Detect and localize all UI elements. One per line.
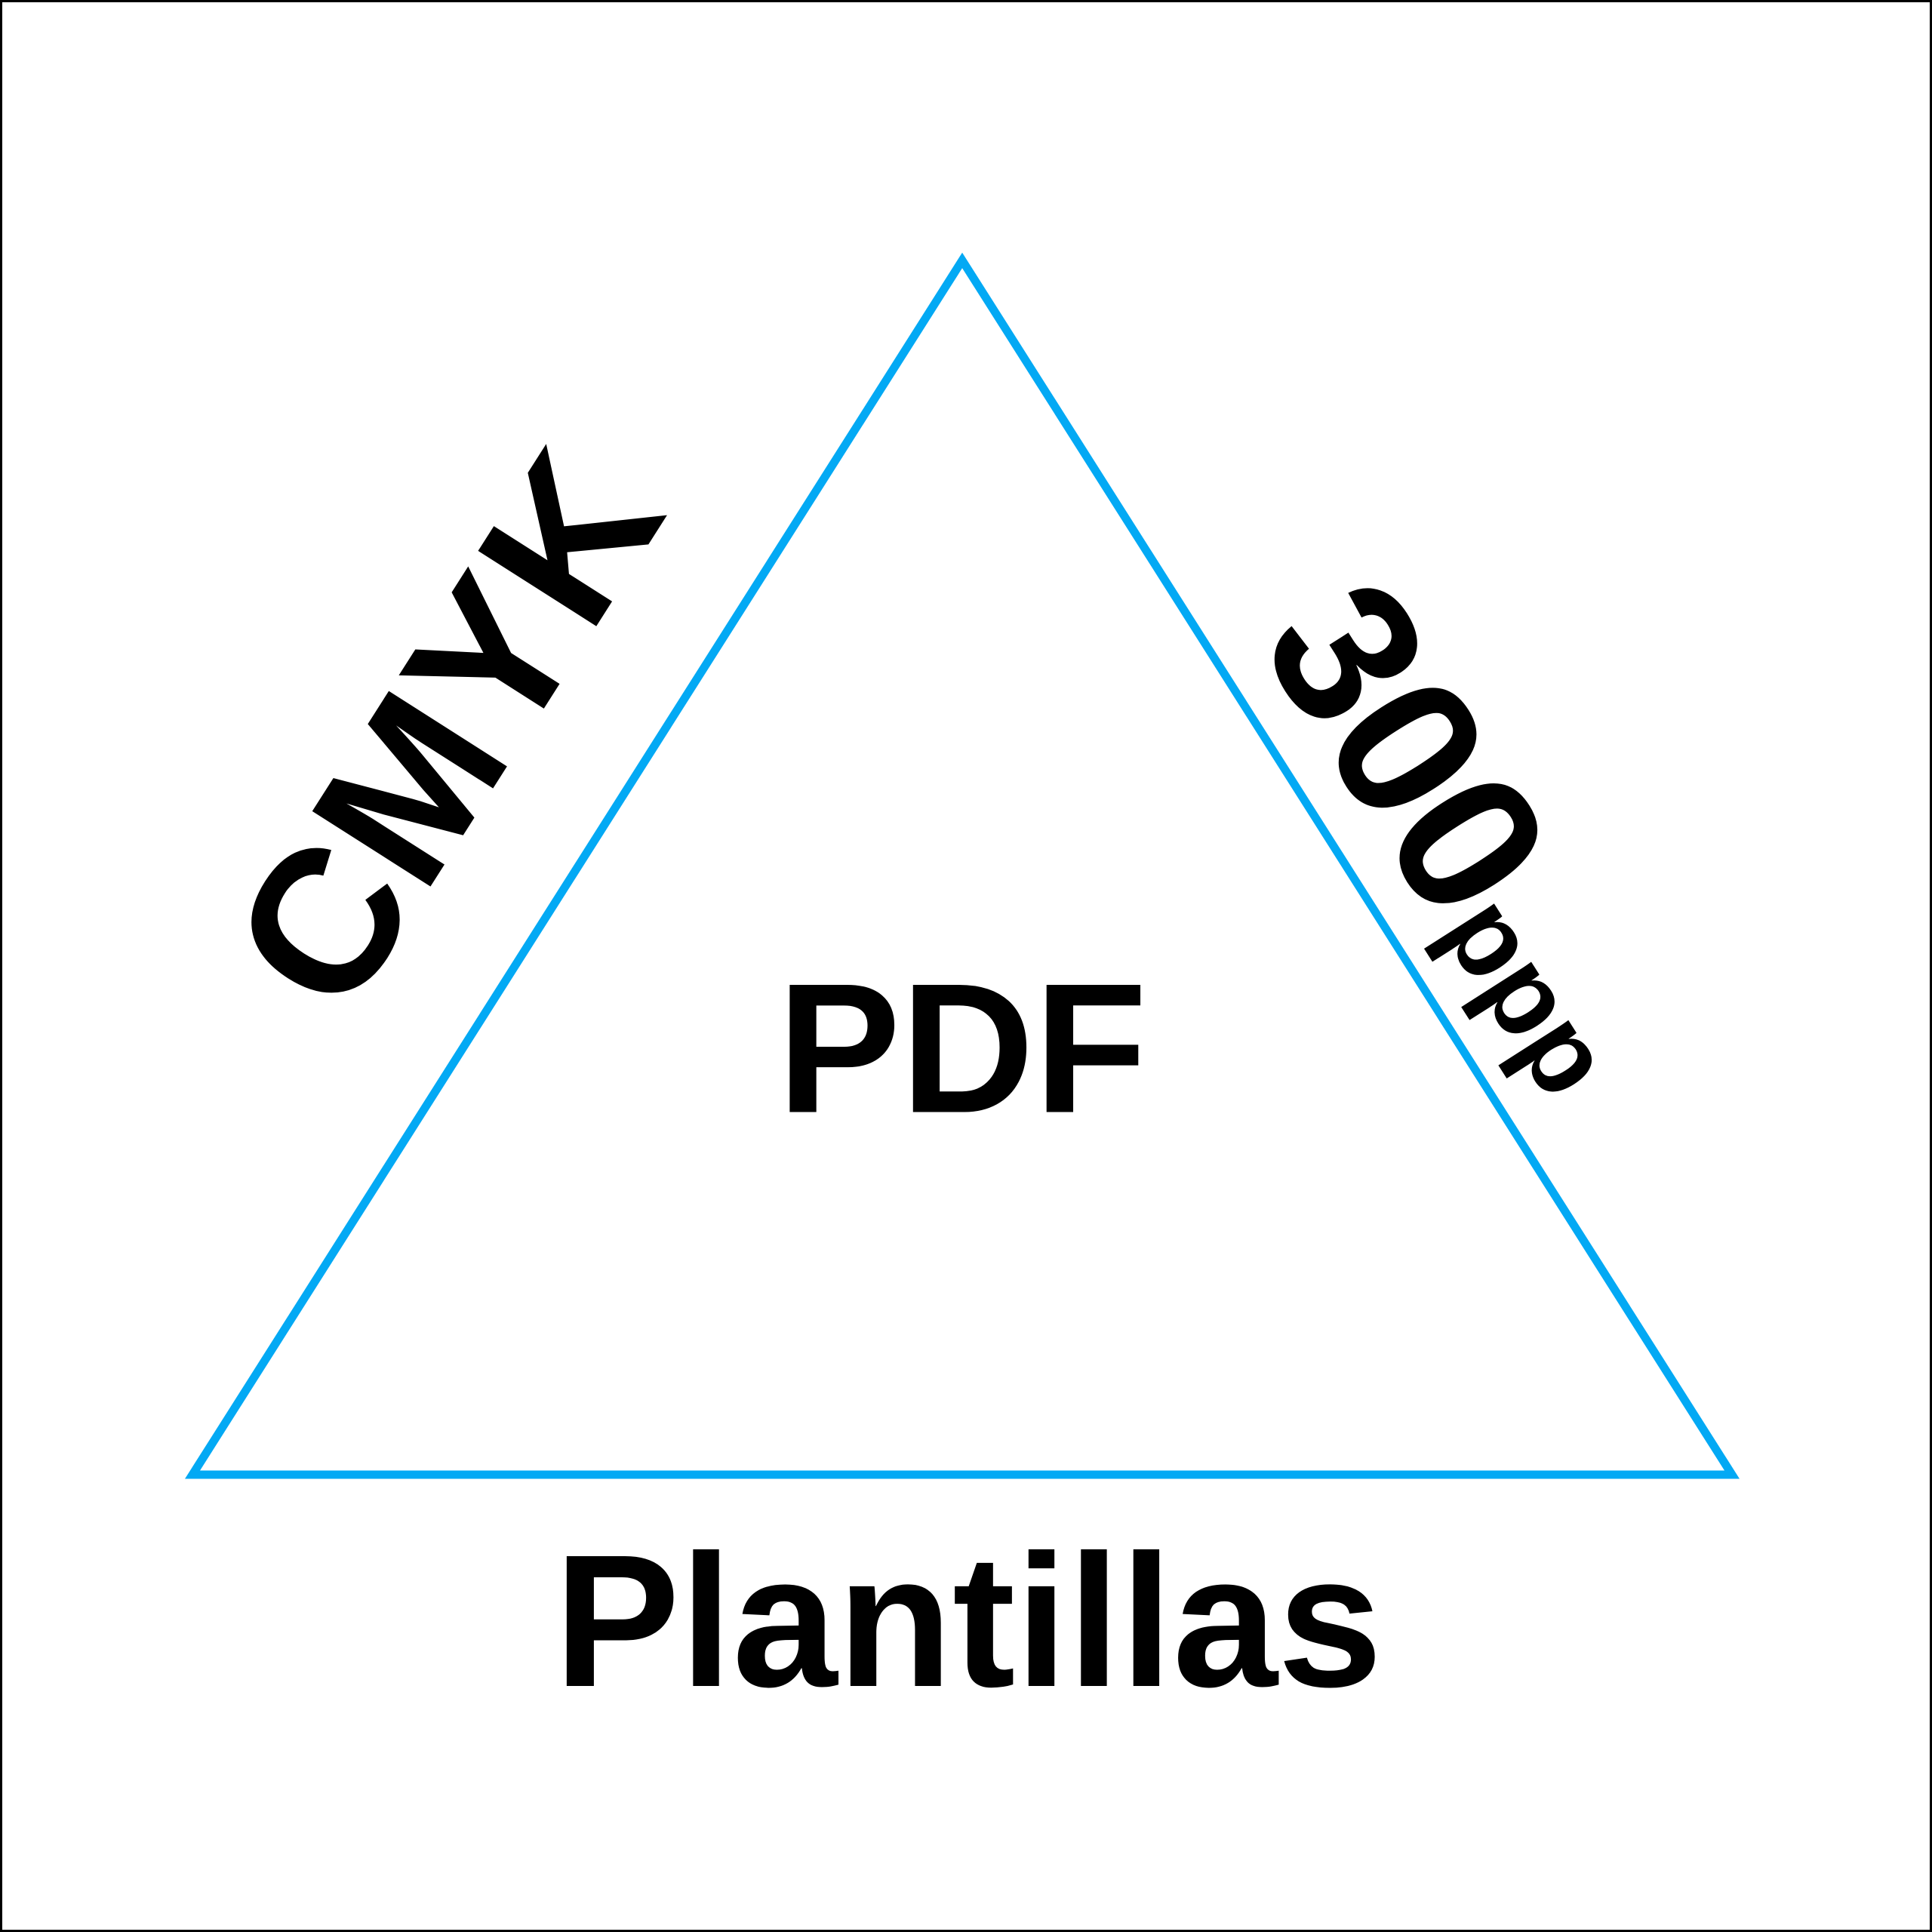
plantillas-title: Plantillas — [554, 1515, 1383, 1726]
pdf-label: PDF — [777, 944, 1147, 1152]
